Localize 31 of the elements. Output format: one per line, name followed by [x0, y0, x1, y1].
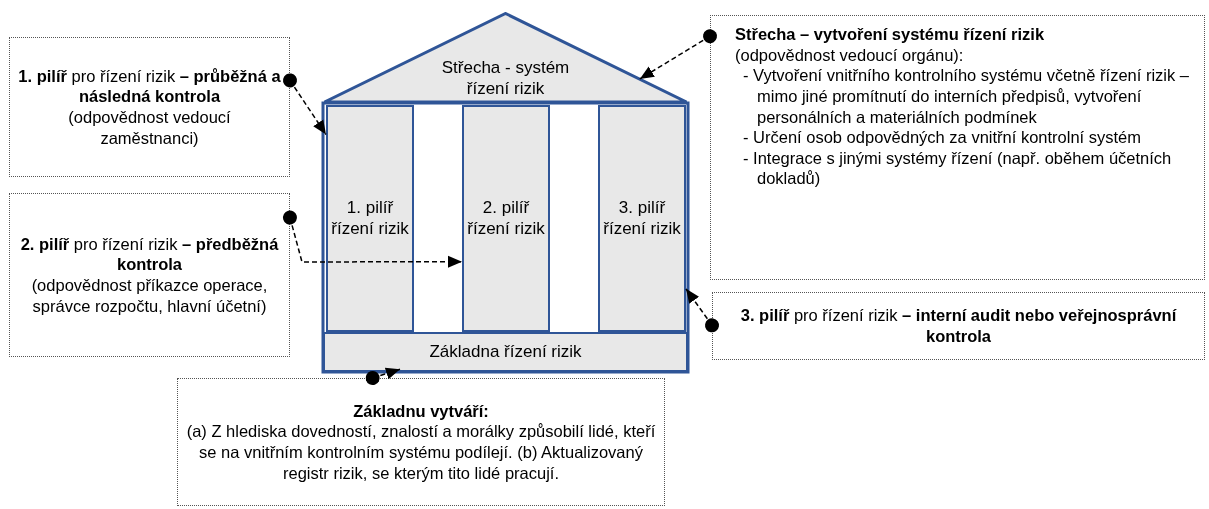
roof-label: Střecha - systém řízení rizik — [440, 58, 571, 99]
foundation-bar — [323, 332, 688, 372]
callout-box — [712, 292, 1205, 360]
callout-text: (a) Z hlediska dovedností, znalostí a morálky způsobilí lidé, kteří se na vnitřním kontrolním systému podílejí. (b) Aktualizovaný registr rizik, se kterým tito lidé pracují. — [186, 421, 656, 484]
leader-arrow — [685, 288, 719, 333]
pillar-label: 2. pilíř řízení rizik — [466, 198, 546, 239]
pillar — [462, 105, 550, 332]
pillar-label: 1. pilíř řízení rizik — [330, 198, 410, 239]
callout-text: Základnu vytváří: — [352, 400, 490, 422]
callout-text: 1. pilíř pro řízení rizik – průběžná a následná kontrola — [18, 65, 281, 107]
callout-box — [9, 193, 290, 357]
pillar-label: 3. pilíř řízení rizik — [602, 198, 682, 239]
leader-arrow — [365, 367, 401, 385]
pillar — [598, 105, 686, 332]
pillar — [326, 105, 414, 332]
callout-text: - Vytvoření vnitřního kontrolního systému včetně řízení rizik – mimo jiné promítnutí do interních předpisů, vytvoření personálních a materiálních podmínek — [742, 65, 1190, 128]
callout-text: 3. pilíř pro řízení rizik – interní audit nebo veřejnosprávní kontrola — [739, 305, 1178, 347]
callout-text: Střecha – vytvoření systému řízení rizik — [735, 24, 1046, 45]
leader-arrow — [283, 73, 327, 136]
callout-text: - Integrace s jinými systémy řízení (např. oběhem účetních dokladů) — [742, 147, 1173, 189]
callout-box — [9, 37, 290, 177]
callout-text: - Určení osob odpovědných za vnitřní kontrolní systém — [742, 127, 1143, 148]
callout-box — [177, 378, 665, 506]
callout-text: (odpovědnost vedoucí zaměstnanci) — [67, 107, 232, 149]
leader-arrow — [639, 29, 717, 80]
leader-arrow — [283, 210, 463, 268]
callout-box — [710, 15, 1205, 280]
foundation-label: Základna řízení rizik — [428, 341, 583, 363]
callout-text: (odpovědnost vedoucí orgánu): — [735, 44, 965, 66]
callout-text: (odpovědnost příkazce operace, správce rozpočtu, hlavní účetní) — [30, 275, 269, 317]
callout-text: 2. pilíř pro řízení rizik – předběžná kontrola — [19, 233, 280, 275]
